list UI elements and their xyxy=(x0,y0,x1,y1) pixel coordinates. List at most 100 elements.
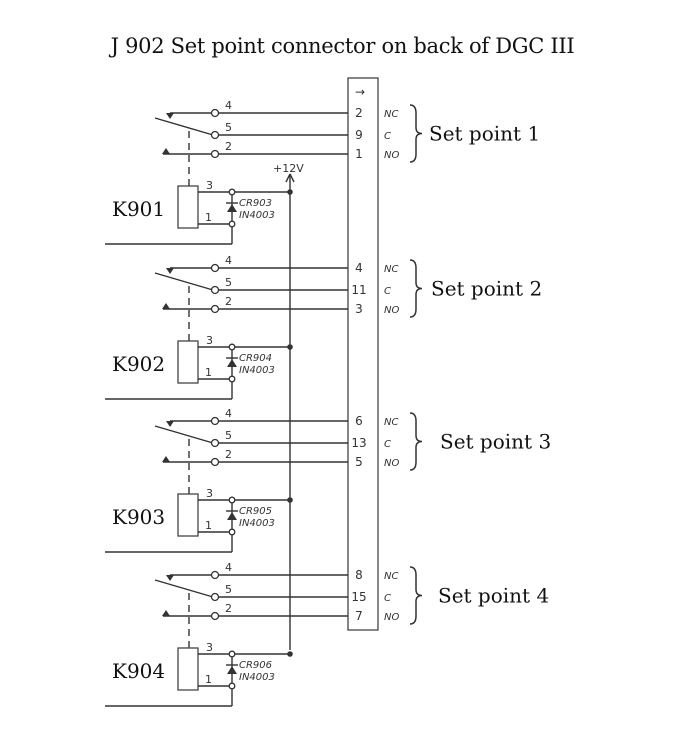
bus-junction xyxy=(287,651,293,657)
pin-function-label: C xyxy=(384,593,391,604)
contact-terminal xyxy=(210,285,220,295)
relay-label: K904 xyxy=(112,659,165,683)
setpoint-brace xyxy=(409,104,423,163)
pin-function-label: NC xyxy=(384,571,398,582)
diode-icon xyxy=(227,359,237,367)
contact-pin-label: 2 xyxy=(225,602,232,615)
pin-function-label: C xyxy=(384,286,391,297)
contact-pin-label: 4 xyxy=(225,99,232,112)
contact-pin-label: 2 xyxy=(225,140,232,153)
setpoint-label: Set point 3 xyxy=(440,430,551,454)
bus-junction xyxy=(287,344,293,350)
contact-terminal xyxy=(210,592,220,602)
diode-part-label: IN4003 xyxy=(239,210,275,221)
no-stop-icon xyxy=(162,148,170,154)
coil-pin-bottom-label: 1 xyxy=(205,366,212,379)
connector-pin-number: 15 xyxy=(351,590,366,604)
setpoint-brace xyxy=(409,412,423,471)
contact-pin-label: 5 xyxy=(225,121,232,134)
contact-pin-label: 2 xyxy=(225,448,232,461)
nc-stop-icon xyxy=(166,421,174,427)
switch-blade xyxy=(154,272,214,291)
setpoint-brace xyxy=(409,259,423,318)
junction-node xyxy=(228,220,236,228)
connector-arrow: → xyxy=(355,85,365,99)
switch-blade xyxy=(154,117,214,136)
diode-icon xyxy=(227,666,237,674)
pin-function-label: NC xyxy=(384,264,398,275)
supply-bus: +12V xyxy=(273,162,304,650)
contact-pin-label: 5 xyxy=(225,429,232,442)
bus-junction xyxy=(287,497,293,503)
connector-pin-number: 1 xyxy=(355,147,363,161)
coil-pin-bottom-label: 1 xyxy=(205,519,212,532)
bus-junction xyxy=(287,189,293,195)
relay-label: K901 xyxy=(112,197,165,221)
setpoint-label: Set point 4 xyxy=(438,584,549,608)
coil-pin-top-label: 3 xyxy=(206,641,213,654)
supply-label: +12V xyxy=(273,162,304,175)
diagram-title: J 902 Set point connector on back of DGC… xyxy=(110,34,575,58)
contact-pin-label: 4 xyxy=(225,561,232,574)
junction-node xyxy=(228,682,236,690)
junction-node xyxy=(228,343,236,351)
connector-pin-number: 11 xyxy=(351,283,366,297)
connector-block xyxy=(347,77,379,631)
junction-node xyxy=(228,528,236,536)
contact-pin-label: 4 xyxy=(225,254,232,267)
diode-part-label: IN4003 xyxy=(239,518,275,529)
nc-stop-icon xyxy=(166,268,174,274)
junction-node xyxy=(228,650,236,658)
pin-function-label: C xyxy=(384,131,391,142)
coil-pin-bottom-label: 1 xyxy=(205,211,212,224)
contact-terminal xyxy=(210,263,220,273)
diode-ref-label: CR905 xyxy=(239,506,272,517)
nc-stop-icon xyxy=(166,113,174,119)
pin-function-label: NO xyxy=(384,612,399,623)
diode-part-label: IN4003 xyxy=(239,672,275,683)
coil-pin-top-label: 3 xyxy=(206,487,213,500)
nc-stop-icon xyxy=(166,575,174,581)
pin-function-label: NC xyxy=(384,109,398,120)
connector-pin-number: 6 xyxy=(355,414,363,428)
setpoint-label: Set point 2 xyxy=(431,277,542,301)
contact-pin-label: 4 xyxy=(225,407,232,420)
pin-function-label: NO xyxy=(384,150,399,161)
connector-pin-number: 4 xyxy=(355,261,363,275)
diode-part-label: IN4003 xyxy=(239,365,275,376)
setpoint-brace xyxy=(409,566,423,625)
relay-coil xyxy=(177,647,199,691)
contact-terminal xyxy=(210,438,220,448)
contact-terminal xyxy=(210,108,220,118)
connector-pin-number: 5 xyxy=(355,455,363,469)
no-stop-icon xyxy=(162,610,170,616)
coil-pin-top-label: 3 xyxy=(206,334,213,347)
diode-ref-label: CR906 xyxy=(239,660,272,671)
relay-coil xyxy=(177,185,199,229)
switch-blade xyxy=(154,579,214,598)
contact-terminal xyxy=(210,457,220,467)
connector-pin-number: 7 xyxy=(355,609,363,623)
no-stop-icon xyxy=(162,456,170,462)
contact-terminal xyxy=(210,611,220,621)
connector-pin-number: 8 xyxy=(355,568,363,582)
setpoint-label: Set point 1 xyxy=(429,122,540,146)
pin-function-label: C xyxy=(384,439,391,450)
coil-pin-bottom-label: 1 xyxy=(205,673,212,686)
contact-terminal xyxy=(210,570,220,580)
connector-pin-number: 3 xyxy=(355,302,363,316)
diode-icon xyxy=(227,512,237,520)
contact-terminal xyxy=(210,149,220,159)
contact-terminal xyxy=(210,416,220,426)
diode-ref-label: CR904 xyxy=(239,353,272,364)
connector-pin-number: 13 xyxy=(351,436,366,450)
connector-pin-number: 2 xyxy=(355,106,363,120)
junction-node xyxy=(228,375,236,383)
connector-pin-number: 9 xyxy=(355,128,363,142)
junction-node xyxy=(228,188,236,196)
relay-coil xyxy=(177,340,199,384)
contact-pin-label: 5 xyxy=(225,583,232,596)
